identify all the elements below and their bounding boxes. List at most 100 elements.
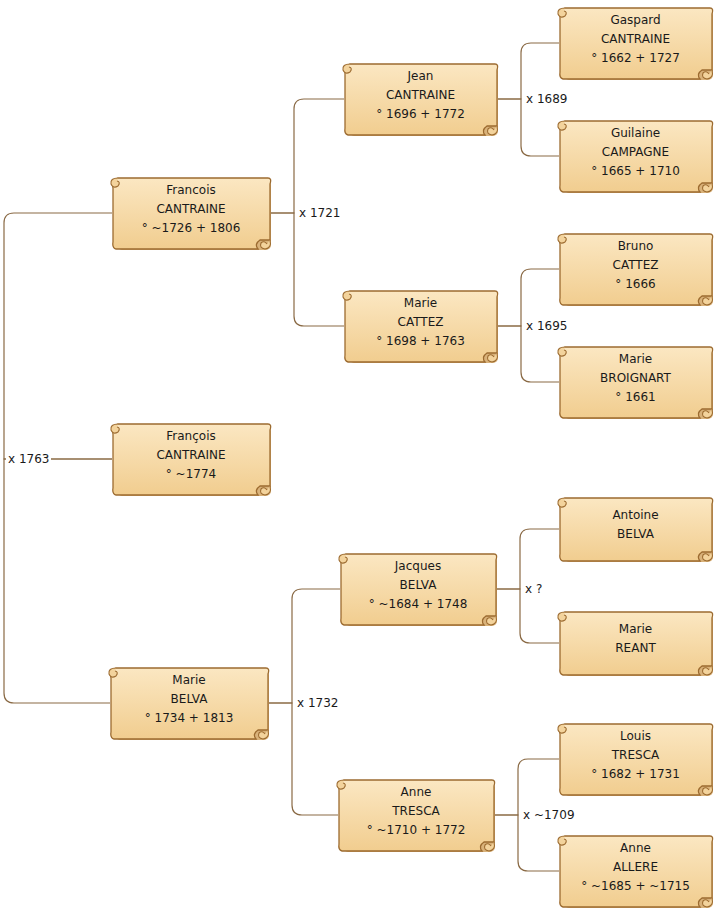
given-name: Jacques <box>350 557 486 576</box>
person-text: FrançoisCANTRAINE° ~1774 <box>108 418 274 484</box>
life-dates: ° ~1685 + ~1715 <box>569 877 702 896</box>
scroll-curl <box>703 183 713 192</box>
person-scroll: GaspardCANTRAINE° 1662 + 1727 <box>555 2 716 84</box>
person-text: MarieCATTEZ° 1698 + 1763 <box>340 285 501 351</box>
scroll-body <box>113 424 271 495</box>
given-name: François <box>122 427 260 446</box>
person-scroll: BrunoCATTEZ° 1666 <box>555 228 716 310</box>
person-scroll: GuilaineCAMPAGNE° 1665 + 1710 <box>555 115 716 197</box>
person-text: BrunoCATTEZ° 1666 <box>555 228 716 294</box>
person-text: JacquesBELVA° ~1684 + 1748 <box>336 548 500 614</box>
scroll-curl <box>558 724 566 733</box>
descent-line <box>271 99 344 213</box>
marriage-label: x 1689 <box>524 92 569 107</box>
scroll-body <box>560 234 713 305</box>
scroll-curl <box>111 424 119 433</box>
person-text: MarieREANT <box>555 606 716 658</box>
scroll-body <box>560 498 713 561</box>
person-scroll: JeanCANTRAINE° 1696 + 1772 <box>340 58 501 140</box>
person-scroll: AnneALLERE° ~1685 + ~1715 <box>555 830 716 908</box>
scroll-curl <box>111 178 119 187</box>
person-scroll: MarieREANT <box>555 606 716 680</box>
surname: TRESCA <box>348 802 484 821</box>
person-text: MarieBROIGNART° 1661 <box>555 341 716 407</box>
scroll-body <box>560 836 713 907</box>
life-dates: ° 1662 + 1727 <box>569 49 702 68</box>
person-text: AnneALLERE° ~1685 + ~1715 <box>555 830 716 896</box>
descent-line <box>495 815 559 871</box>
descent-line <box>498 99 559 156</box>
scroll-body <box>341 554 497 625</box>
person-text: MarieBELVA° 1734 + 1813 <box>106 662 272 728</box>
given-name: Guilaine <box>569 124 702 143</box>
scroll-curl <box>109 668 117 677</box>
life-dates: ° 1682 + 1731 <box>569 765 702 784</box>
person-scroll: JacquesBELVA° ~1684 + 1748 <box>336 548 500 630</box>
scroll-curl <box>558 836 566 845</box>
surname: REANT <box>569 639 702 658</box>
person-scroll: FrançoisCANTRAINE° ~1774 <box>108 418 274 500</box>
scroll-curl <box>703 898 713 907</box>
given-name: Anne <box>569 839 702 858</box>
descent-line <box>498 326 559 382</box>
surname: CANTRAINE <box>354 86 487 105</box>
life-dates: ° ~1684 + 1748 <box>350 595 486 614</box>
scroll-curl <box>558 121 566 130</box>
life-dates: ° ~1774 <box>122 465 260 484</box>
scroll-body <box>111 668 269 739</box>
given-name: Anne <box>348 783 484 802</box>
scroll-body <box>560 8 713 79</box>
scroll-curl <box>488 353 498 362</box>
given-name: Marie <box>569 350 702 369</box>
scroll-curl <box>558 347 566 356</box>
given-name: Bruno <box>569 237 702 256</box>
surname: BELVA <box>350 576 486 595</box>
person-scroll: MarieBELVA° 1734 + 1813 <box>106 662 272 744</box>
scroll-curl <box>558 234 566 243</box>
descent-line <box>4 459 112 703</box>
surname: BELVA <box>569 525 702 544</box>
scroll-curl <box>558 612 566 621</box>
scroll-curl <box>261 240 271 249</box>
scroll-body <box>339 780 495 851</box>
scroll-body <box>345 64 498 135</box>
descent-line <box>269 703 338 815</box>
given-name: Marie <box>120 671 258 690</box>
surname: ALLERE <box>569 858 702 877</box>
descent-line <box>271 213 344 326</box>
scroll-curl <box>703 666 713 675</box>
given-name: Antoine <box>569 506 702 525</box>
descent-line <box>269 589 340 703</box>
scroll-body <box>560 347 713 418</box>
descent-line <box>497 529 559 589</box>
marriage-label: x 1732 <box>295 696 340 711</box>
person-text: AnneTRESCA° ~1710 + 1772 <box>334 774 498 840</box>
surname: BROIGNART <box>569 369 702 388</box>
given-name: Louis <box>569 727 702 746</box>
life-dates: ° 1661 <box>569 388 702 407</box>
given-name: Francois <box>122 181 260 200</box>
scroll-curl <box>337 780 345 789</box>
surname: CAMPAGNE <box>569 143 702 162</box>
person-scroll: FrancoisCANTRAINE° ~1726 + 1806 <box>108 172 274 254</box>
person-text: AntoineBELVA <box>555 492 716 544</box>
given-name: Gaspard <box>569 11 702 30</box>
scroll-body <box>560 724 713 795</box>
surname: CANTRAINE <box>569 30 702 49</box>
scroll-body <box>113 178 271 249</box>
person-scroll: MarieCATTEZ° 1698 + 1763 <box>340 285 501 367</box>
surname: TRESCA <box>569 746 702 765</box>
person-scroll: MarieBROIGNART° 1661 <box>555 341 716 423</box>
scroll-curl <box>261 486 271 495</box>
marriage-label: x 1695 <box>524 319 569 334</box>
scroll-curl <box>343 64 351 73</box>
scroll-curl <box>259 730 269 739</box>
scroll-curl <box>558 8 566 17</box>
person-text: LouisTRESCA° 1682 + 1731 <box>555 718 716 784</box>
marriage-label: x 1763 <box>6 452 51 467</box>
given-name: Jean <box>354 67 487 86</box>
person-text: GuilaineCAMPAGNE° 1665 + 1710 <box>555 115 716 181</box>
scroll-curl <box>343 291 351 300</box>
person-text: FrancoisCANTRAINE° ~1726 + 1806 <box>108 172 274 238</box>
life-dates: ° ~1726 + 1806 <box>122 219 260 238</box>
